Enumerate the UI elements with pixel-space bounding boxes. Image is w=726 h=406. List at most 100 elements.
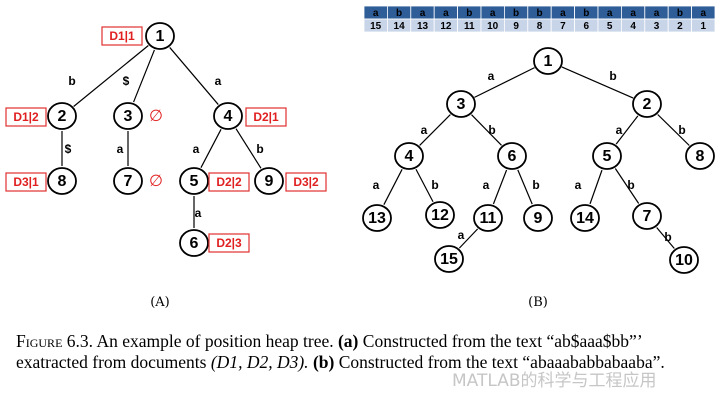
edge-4-5 [200, 129, 222, 168]
tree-node-14 [570, 204, 600, 232]
header-position: 8 [537, 21, 543, 32]
document-tag-1: D1|1 [109, 29, 135, 43]
edge-3-6 [471, 114, 502, 146]
caption-documents: (D1, D2, D3). [210, 352, 309, 372]
header-char: b [583, 8, 589, 19]
header-position: 10 [487, 21, 499, 32]
tree-node-label-7: 7 [643, 208, 652, 225]
tree-node-1 [533, 47, 563, 75]
header-position: 4 [630, 21, 636, 32]
edge-label-11-15: a [458, 228, 465, 242]
tree-node-8 [685, 142, 715, 170]
header-char: a [443, 8, 449, 19]
tree-node-4 [213, 102, 243, 130]
header-position: 11 [464, 21, 475, 32]
header-char: b [513, 8, 519, 19]
document-tag-box-5 [208, 172, 250, 192]
edge-label-4-9: b [256, 142, 263, 156]
edge-label-3-4: a [421, 123, 428, 137]
tree-node-10 [669, 246, 699, 274]
tree-node-label-9: 9 [534, 210, 543, 227]
tree-node-9 [254, 167, 284, 195]
tree-node-label-14: 14 [576, 210, 594, 227]
tree-node-6 [179, 229, 209, 257]
edge-1-2 [561, 66, 634, 99]
header-char: a [630, 8, 636, 19]
edge-5-14 [589, 169, 603, 205]
header-char: b [677, 8, 683, 19]
document-tag-9: D3|2 [293, 175, 319, 189]
edge-4-13 [383, 169, 403, 205]
edge-label-5-14: a [575, 178, 582, 192]
tree-node-2 [632, 90, 662, 118]
header-position: 12 [440, 21, 452, 32]
figure-caption: Figure 6.3. An example of position heap … [16, 331, 706, 373]
tree-node-1 [145, 22, 175, 50]
edge-label-5-7: b [627, 178, 634, 192]
edge-label-2-8: b [678, 123, 685, 137]
header-char: a [607, 8, 613, 19]
tree-node-label-4: 4 [224, 108, 233, 125]
subfigure-label-b: (B) [528, 295, 548, 310]
edge-6-9 [517, 169, 533, 205]
edge-label-2-5: a [616, 123, 623, 137]
header-char: b [396, 8, 402, 19]
caption-part-b-marker: (b) [312, 352, 335, 372]
tree-node-label-8: 8 [58, 173, 67, 190]
tree-node-3 [446, 90, 476, 118]
edge-label-5-6: a [195, 206, 202, 220]
edge-11-15 [458, 228, 479, 249]
header-char: a [560, 8, 566, 19]
tree-node-3 [113, 102, 143, 130]
tree-node-5 [179, 167, 209, 195]
document-tag-box-2 [5, 107, 47, 127]
edge-label-1-2: b [609, 69, 616, 83]
tree-node-label-3: 3 [124, 108, 133, 125]
header-position: 5 [607, 21, 613, 32]
edge-label-1-2: b [68, 74, 75, 88]
tree-node-7 [113, 167, 143, 195]
header-position: 1 [701, 21, 707, 32]
tree-node-label-6: 6 [508, 148, 517, 165]
edge-label-3-6: b [488, 123, 495, 137]
document-tag-5: D2|2 [216, 175, 242, 189]
empty-set-tag-3: ∅ [149, 108, 163, 125]
edge-label-4-13: a [373, 178, 380, 192]
edge-6-11 [492, 169, 508, 205]
edge-4-9 [235, 128, 262, 169]
header-position-cell [691, 18, 716, 33]
edge-1-3 [474, 67, 535, 98]
edge-label-4-12: b [431, 178, 438, 192]
document-tag-box-4 [245, 107, 287, 127]
tree-node-label-2: 2 [58, 108, 67, 125]
tree-node-label-11: 11 [480, 210, 497, 227]
edge-4-12 [415, 168, 434, 203]
header-position: 13 [417, 21, 429, 32]
subfigure-label-a: (A) [150, 295, 170, 310]
document-tag-6: D2|3 [216, 236, 242, 250]
tree-node-5 [592, 142, 622, 170]
header-char: a [654, 8, 660, 19]
caption-part-a-marker: (a) [337, 331, 359, 351]
tree-node-7 [632, 202, 662, 230]
tree-node-4 [394, 142, 424, 170]
tree-node-6 [497, 142, 527, 170]
edge-label-1-3: $ [123, 74, 130, 88]
tree-node-label-5: 5 [603, 148, 612, 165]
tree-node-label-1: 1 [544, 53, 553, 70]
header-position: 6 [584, 21, 590, 32]
document-tag-box-8 [5, 172, 47, 192]
edge-5-7 [614, 168, 640, 204]
tree-node-2 [47, 102, 77, 130]
edge-3-4 [419, 114, 451, 146]
tree-node-9 [523, 204, 553, 232]
edge-1-4 [169, 47, 219, 105]
tree-node-15 [434, 245, 464, 273]
tree-node-8 [47, 167, 77, 195]
edge-1-3 [133, 49, 155, 103]
edge-label-1-4: a [215, 74, 222, 88]
